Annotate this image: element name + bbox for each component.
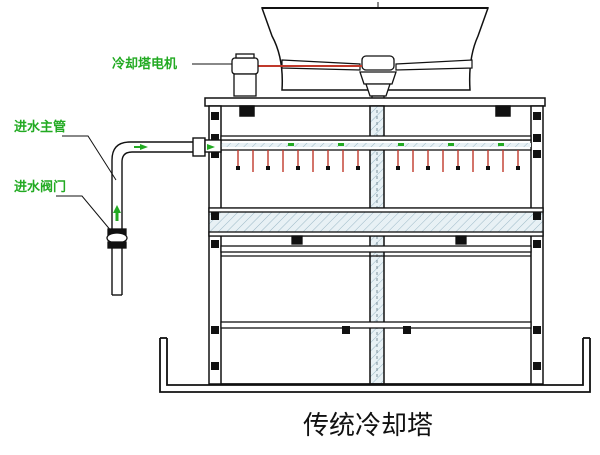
inlet-valve (106, 228, 128, 249)
water-basin (159, 337, 591, 393)
fill-media (208, 207, 544, 245)
spray-header (220, 135, 532, 151)
nozzle-tips (236, 166, 520, 170)
label-motor: 冷却塔电机 (112, 56, 177, 72)
label-inlet-valve: 进水阀门 (14, 179, 66, 195)
label-main-pipe: 进水主管 (14, 119, 66, 135)
motor (231, 53, 259, 97)
diagram-caption: 传统冷却塔 (303, 411, 433, 441)
column-bolts (211, 112, 541, 370)
frame-beams (220, 245, 532, 329)
fan-hub (359, 55, 397, 107)
flow-markers (288, 143, 504, 146)
flow-arrows (113, 144, 215, 221)
leader-lines (56, 63, 232, 233)
spray-nozzles (237, 150, 519, 172)
inlet-pipe (111, 137, 222, 296)
columns (208, 105, 544, 385)
